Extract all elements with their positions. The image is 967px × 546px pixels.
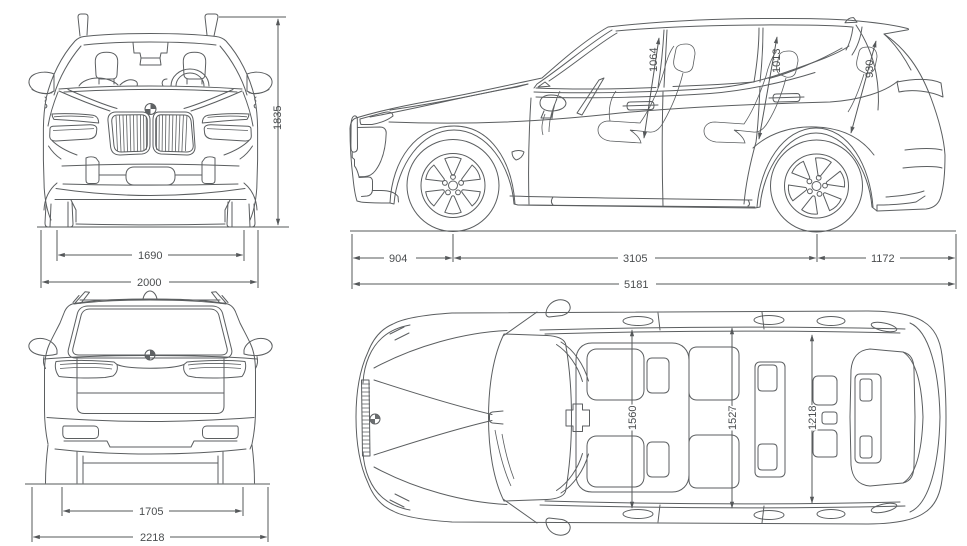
svg-text:1013: 1013 [771, 49, 783, 73]
svg-text:2000: 2000 [137, 277, 161, 289]
svg-text:2218: 2218 [140, 532, 164, 544]
svg-text:1218: 1218 [807, 406, 819, 430]
svg-text:1218: 1218 [807, 406, 819, 430]
svg-text:1705: 1705 [139, 506, 163, 518]
svg-text:1172: 1172 [871, 253, 895, 265]
svg-text:1527: 1527 [727, 406, 739, 430]
svg-text:1527: 1527 [727, 406, 739, 430]
svg-text:1560: 1560 [627, 406, 639, 430]
svg-text:904: 904 [389, 253, 407, 265]
svg-text:3105: 3105 [623, 253, 647, 265]
svg-text:1064: 1064 [648, 48, 660, 72]
svg-text:930: 930 [864, 60, 876, 78]
svg-text:1690: 1690 [138, 250, 162, 262]
svg-text:1560: 1560 [627, 406, 639, 430]
svg-text:1835: 1835 [272, 106, 284, 130]
svg-text:5181: 5181 [624, 279, 648, 291]
